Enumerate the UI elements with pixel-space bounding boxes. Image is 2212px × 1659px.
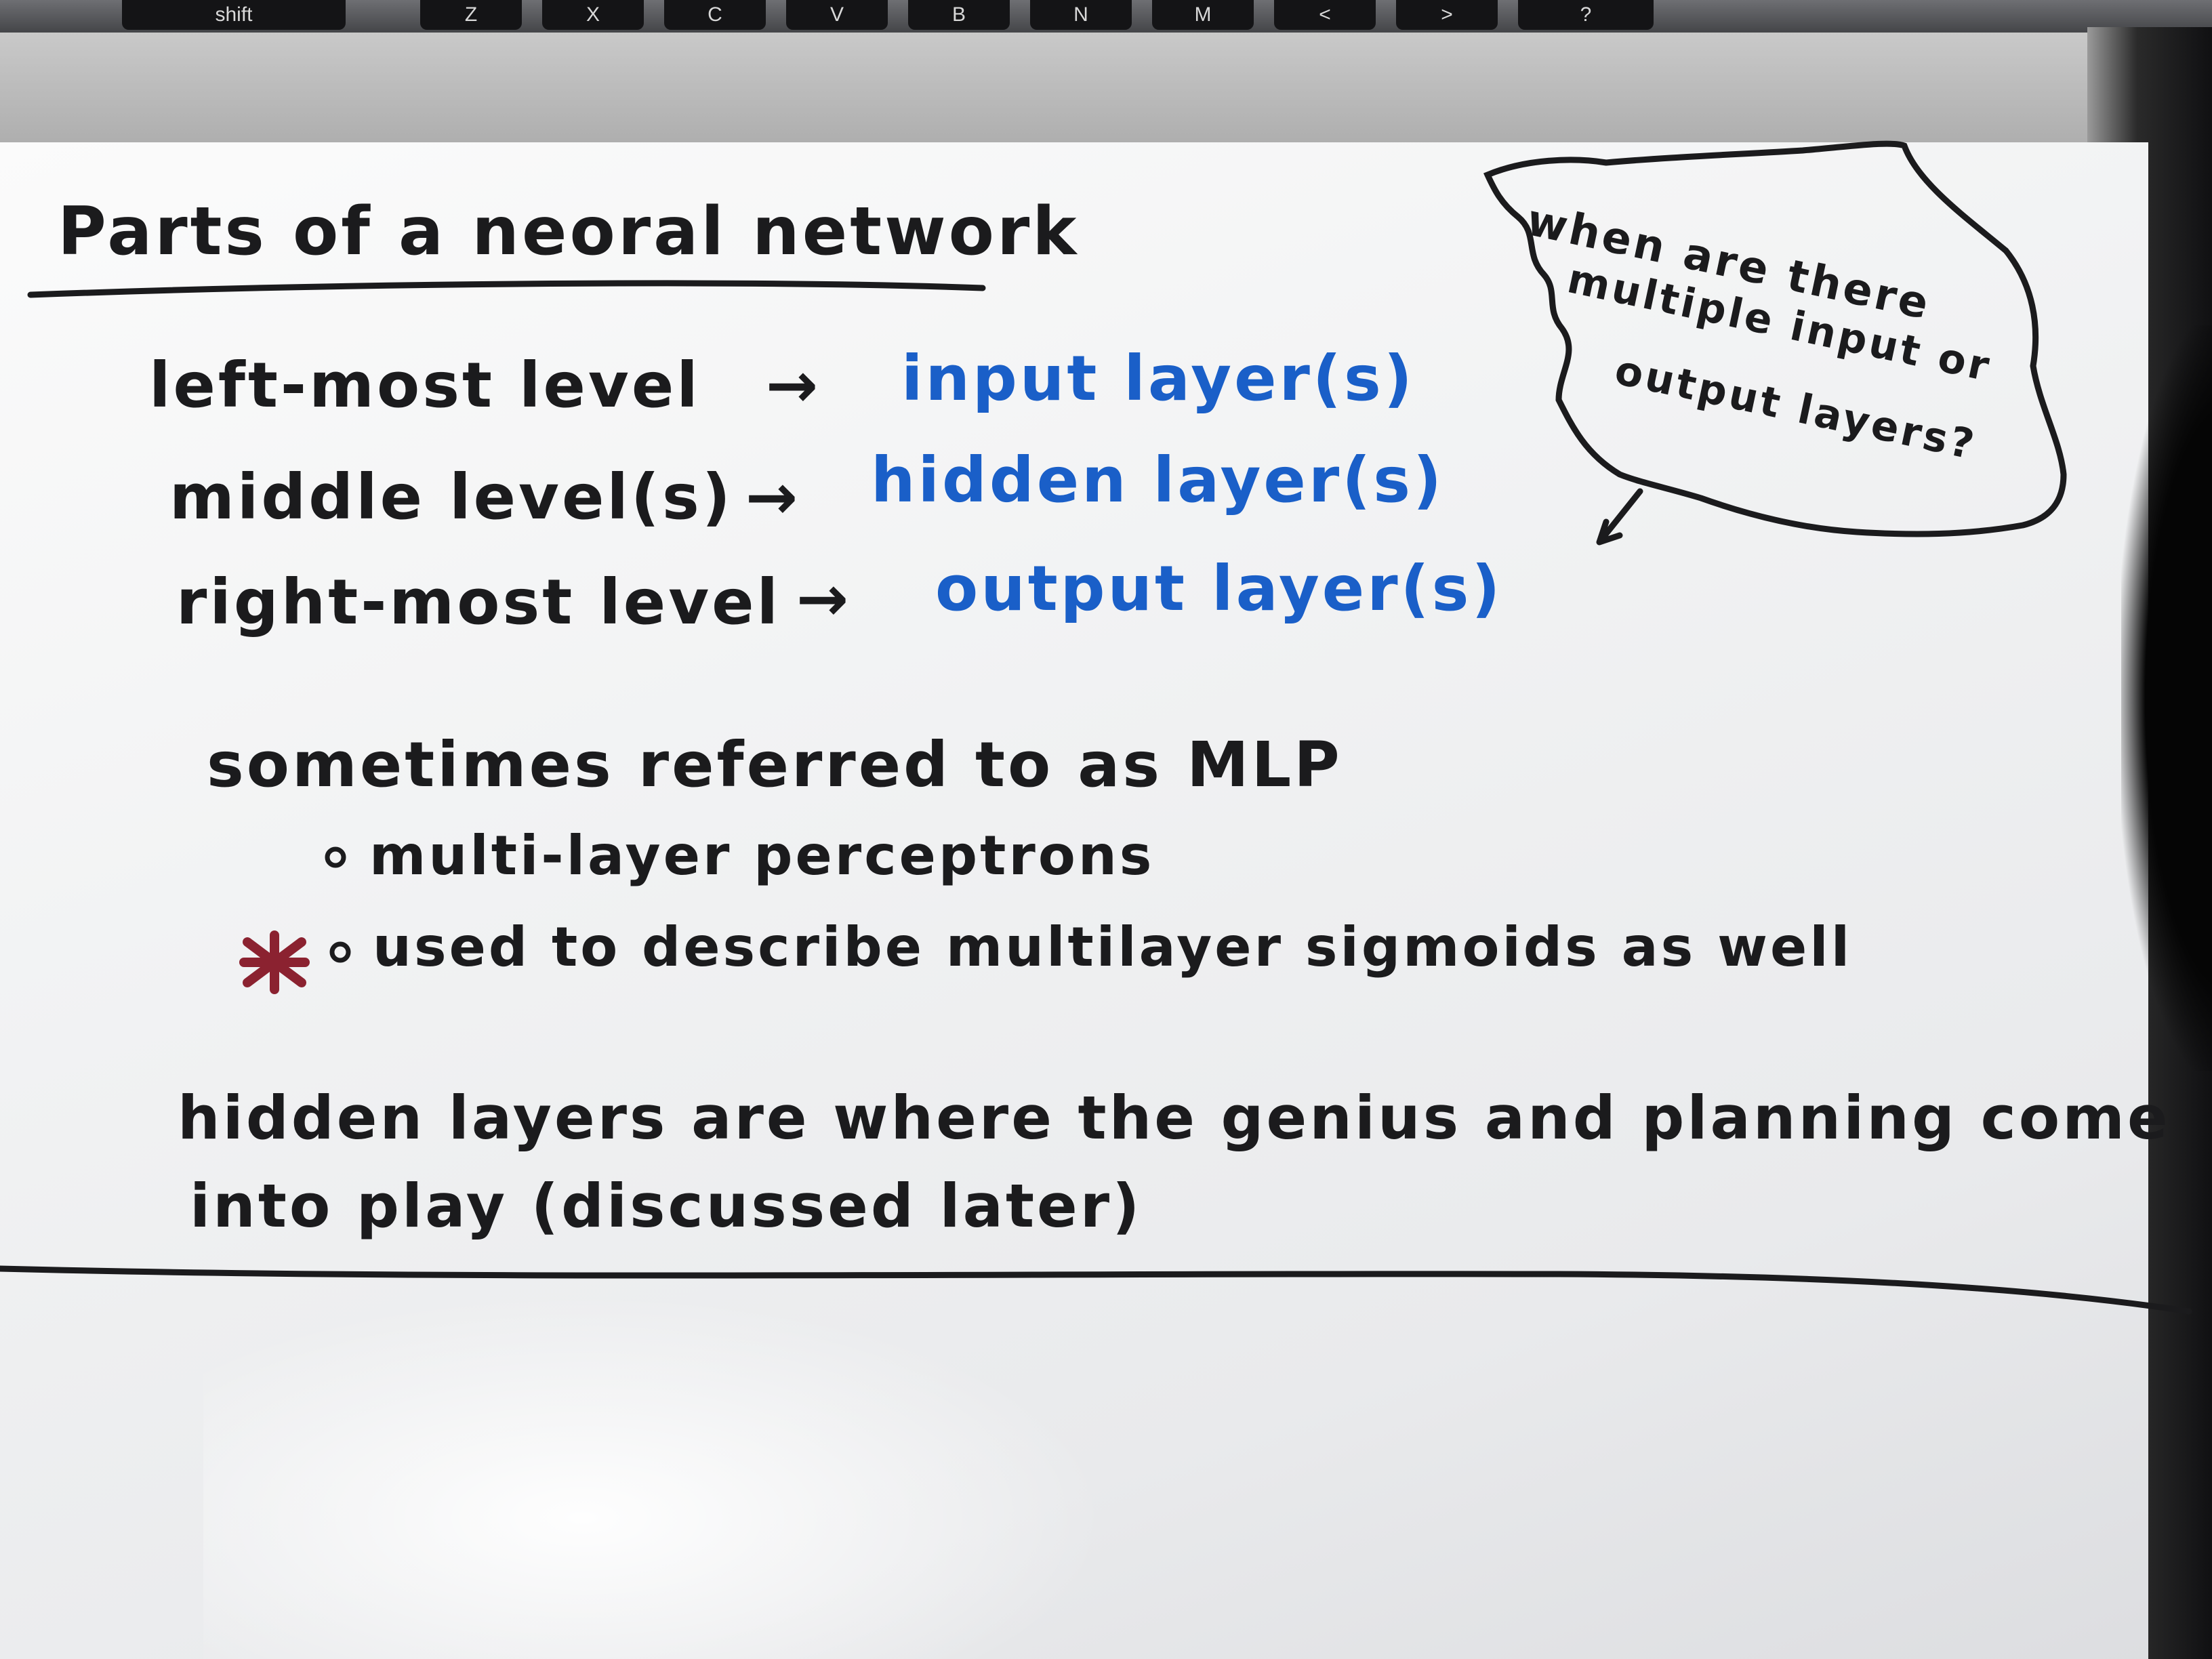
title-underline <box>27 280 986 298</box>
arrow: → <box>766 349 821 422</box>
key: Z <box>420 0 522 30</box>
divider-line <box>0 1265 2192 1315</box>
key: M <box>1152 0 1254 30</box>
level-row-output: right-most level → output layer(s) <box>176 552 1502 638</box>
arrow: → <box>796 562 851 635</box>
dark-object-shadow <box>2121 325 2212 1071</box>
cloud-pointer-arrow <box>1596 488 1643 546</box>
layer-label: output layer(s) <box>935 552 1502 625</box>
key: C <box>664 0 766 30</box>
key: B <box>908 0 1010 30</box>
red-star-icon <box>239 930 310 994</box>
level-row-hidden: middle level(s) → hidden layer(s) <box>169 444 1444 533</box>
light-glare <box>203 1274 1152 1659</box>
mlp-note: sometimes referred to as MLP <box>207 729 1343 801</box>
level-label: right-most level <box>176 566 781 638</box>
hidden-note-line2: into play (discussed later) <box>190 1171 1142 1241</box>
key: > <box>1396 0 1498 30</box>
level-label: left-most level <box>149 349 701 422</box>
key: < <box>1274 0 1376 30</box>
level-label: middle level(s) <box>169 461 733 533</box>
bullet-item: used to describe multilayer sigmoids as … <box>373 916 1852 979</box>
thought-cloud <box>1483 140 2067 537</box>
bullet-icon <box>325 846 346 868</box>
arrow: → <box>745 461 800 533</box>
key: N <box>1030 0 1132 30</box>
layer-label: input layer(s) <box>901 342 1415 415</box>
hidden-note-line1: hidden layers are where the genius and p… <box>178 1083 2171 1153</box>
key: V <box>786 0 888 30</box>
bullet-icon <box>329 941 351 963</box>
title: Parts of a neoral network <box>58 193 1079 270</box>
key: ? <box>1518 0 1654 30</box>
key-shift: shift <box>122 0 346 30</box>
level-row-input: left-most level → input layer(s) <box>149 342 1415 422</box>
bullet-item: multi-layer perceptrons <box>369 824 1154 887</box>
key: X <box>542 0 644 30</box>
layer-label: hidden layer(s) <box>871 444 1444 516</box>
